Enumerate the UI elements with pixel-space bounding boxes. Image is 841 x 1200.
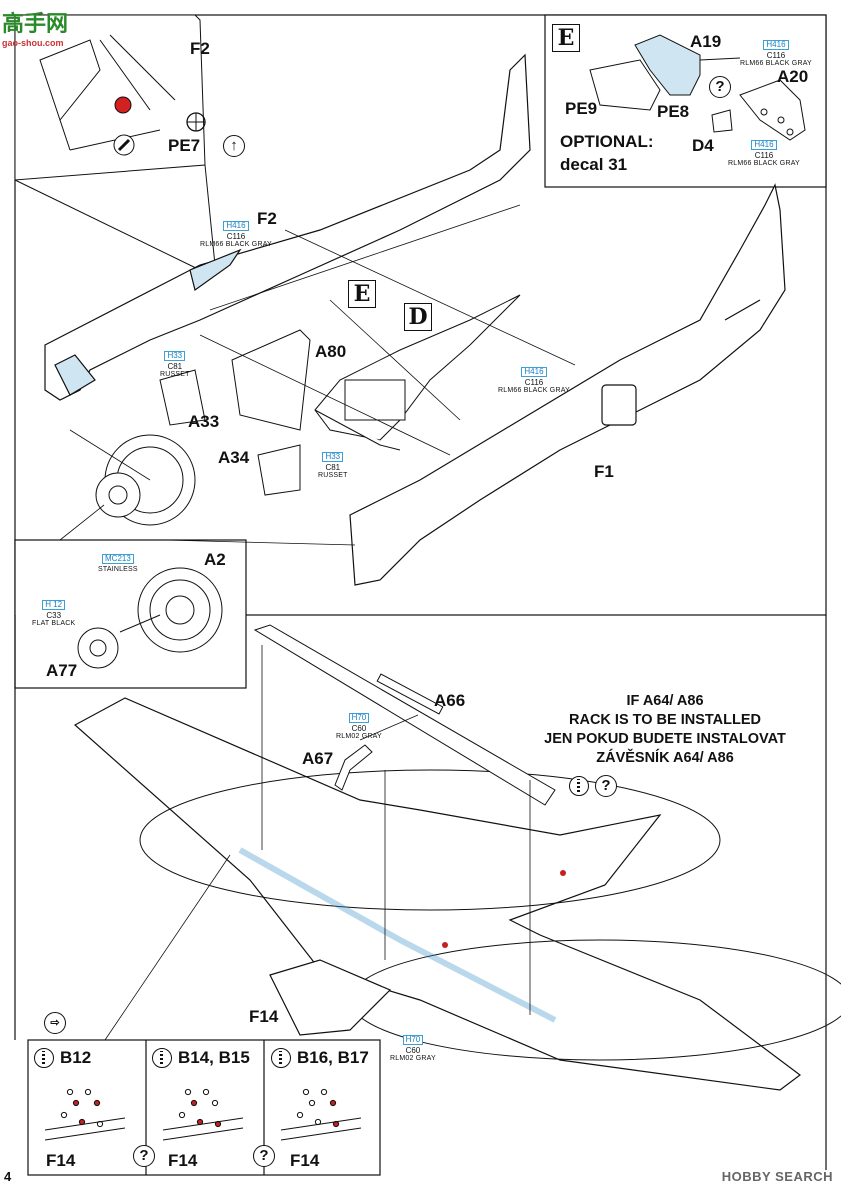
rack-note-line4: ZÁVĚSNÍK A64/ A86 [596,750,734,766]
label-a19: A19 [690,32,722,51]
option-part-f14: F14 [290,1151,320,1170]
paint-gunze: C33 [46,610,62,620]
paint-code: MC213 [102,554,134,565]
optional-question-icon: ? [595,775,617,797]
paint-callout-f14: H70 C60 RLM02 GRAY [390,1030,436,1063]
paint-name: FLAT BLACK [32,620,76,628]
top-panel-frame [14,14,827,616]
label-d4: D4 [692,136,714,155]
label-a66: A66 [434,691,466,710]
paint-name: RLM66 BLACK GRAY [200,241,272,249]
flip-arrow-icon: ↑ [223,135,245,157]
paint-code: H416 [223,221,249,232]
paint-name: RLM66 BLACK GRAY [498,387,570,395]
drill-icon [152,1048,172,1068]
label-a33: A33 [188,412,220,431]
label-f1: F1 [594,462,614,481]
paint-gunze: C116 [524,377,544,387]
paint-name: RLM66 BLACK GRAY [728,160,800,168]
label-a34: A34 [218,448,250,467]
label-a80: A80 [315,342,347,361]
paint-callout-f2: H416 C116 RLM66 BLACK GRAY [200,216,272,249]
view-direction-icon: ⇨ [44,1012,66,1034]
label-f2-mid: F2 [257,209,277,228]
paint-callout-stainless: MC213 STAINLESS [98,549,138,573]
rack-note: IF A64/ A86 RACK IS TO BE INSTALLED JEN … [515,692,815,768]
label-a20: A20 [777,67,809,86]
paint-callout-a19: H416 C116 RLM66 BLACK GRAY [740,35,812,68]
paint-callout-f1: H416 C116 RLM66 BLACK GRAY [498,362,570,395]
paint-code: H416 [751,140,777,151]
paint-code: H33 [322,452,344,463]
paint-name: RUSSET [160,371,190,379]
site-logo-text: 高手网 [2,11,69,36]
option-diagrams [44,1088,362,1141]
drill-icon [34,1048,54,1068]
step-e-marker: E [348,280,376,308]
paint-name: RUSSET [318,472,348,480]
paint-gunze: C81 [325,462,341,472]
label-pe9: PE9 [565,99,598,118]
paint-gunze: C60 [351,723,367,733]
label-a77: A77 [46,661,78,680]
label-f14: F14 [249,1007,279,1026]
paint-code: H70 [402,1035,424,1046]
option-part-f14: F14 [46,1151,76,1170]
paint-code: H70 [348,713,370,724]
option-part-f14: F14 [168,1151,198,1170]
step-e-inset-marker: E [552,24,580,52]
site-logo-url: gao-shou.com [2,38,64,48]
optional-line2: decal 31 [560,155,628,174]
rack-note-line3: JEN POKUD BUDETE INSTALOVAT [544,731,786,747]
paint-name: STAINLESS [98,565,138,573]
paint-callout-d4: H416 C116 RLM66 BLACK GRAY [728,135,800,168]
paint-gunze: C81 [167,361,183,371]
optional-question-icon: ? [253,1145,275,1167]
paint-gunze: C116 [754,150,774,160]
paint-callout-a33: H33 C81 RUSSET [160,346,190,379]
paint-code: H416 [521,367,547,378]
paint-gunze: C116 [226,231,246,241]
paint-name: RLM66 BLACK GRAY [740,60,812,68]
step-d-marker: D [404,303,432,331]
option-title-b16-b17: B16, B17 [297,1048,369,1067]
optional-question-icon: ? [133,1145,155,1167]
paint-code: H416 [763,40,789,51]
optional-question-icon: ? [709,76,731,98]
paint-gunze: C60 [405,1045,421,1055]
optional-line1: OPTIONAL: [560,132,654,151]
label-a67: A67 [302,749,334,768]
rack-note-line1: IF A64/ A86 [626,693,704,709]
paint-name: RLM02 GRAY [390,1055,436,1063]
drill-icon [569,776,589,796]
watermark-text: HOBBY SEARCH [721,1169,833,1184]
option-title-b14-b15: B14, B15 [178,1048,250,1067]
paint-code: H33 [164,351,186,362]
label-pe7: PE7 [168,136,201,155]
site-logo: 高手网 gao-shou.com [2,6,68,48]
paint-gunze: C116 [766,50,786,60]
paint-callout-flat-black: H 12 C33 FLAT BLACK [32,595,75,628]
label-f2-top: F2 [190,39,210,58]
paint-name: RLM02 GRAY [336,733,382,741]
paint-callout-a66: H70 C60 RLM02 GRAY [336,708,382,741]
paint-code: H 12 [42,600,66,611]
option-title-b12: B12 [60,1048,92,1067]
label-a2: A2 [204,550,226,569]
rack-note-line2: RACK IS TO BE INSTALLED [569,712,761,728]
label-pe8: PE8 [657,102,690,121]
page-number: 4 [4,1169,12,1184]
paint-callout-a34: H33 C81 RUSSET [318,447,348,480]
drill-icon [271,1048,291,1068]
